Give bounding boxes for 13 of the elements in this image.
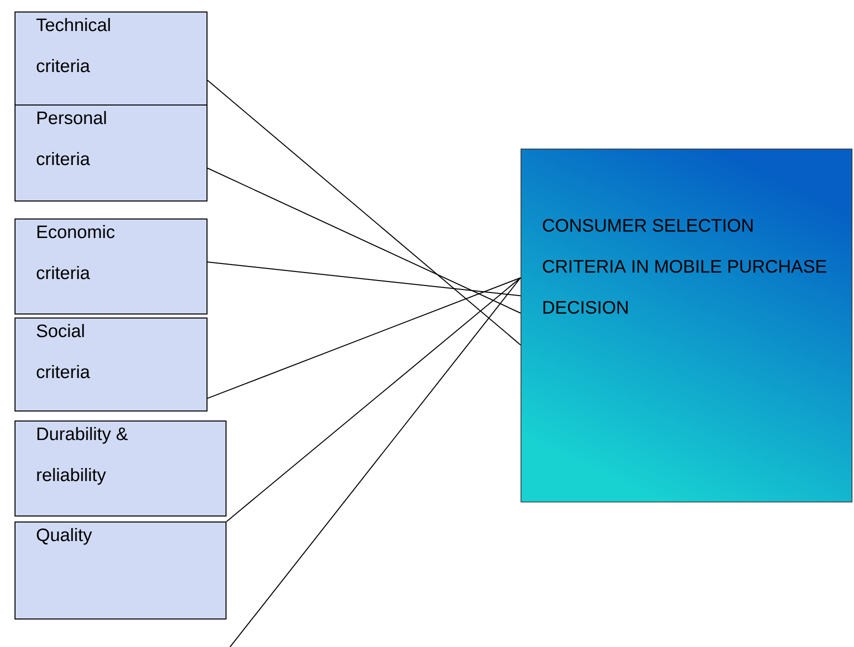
connector-line	[207, 168, 522, 314]
criteria-box: Technical criteria	[14, 12, 208, 106]
criteria-box: Social criteria	[14, 318, 208, 412]
connector-line	[226, 277, 522, 522]
criteria-box: Durability & reliability	[14, 420, 226, 516]
connector-line	[207, 80, 522, 346]
result-box: CONSUMER SELECTION CRITERIA IN MOBILE PURCHASE DECISION	[520, 148, 852, 502]
criteria-box: Personal criteria	[14, 104, 208, 202]
connector-line	[207, 277, 522, 399]
criteria-box: Quality	[14, 522, 226, 620]
connector-line	[207, 261, 522, 296]
connector-line	[230, 277, 522, 647]
criteria-box: Economic criteria	[14, 218, 208, 314]
